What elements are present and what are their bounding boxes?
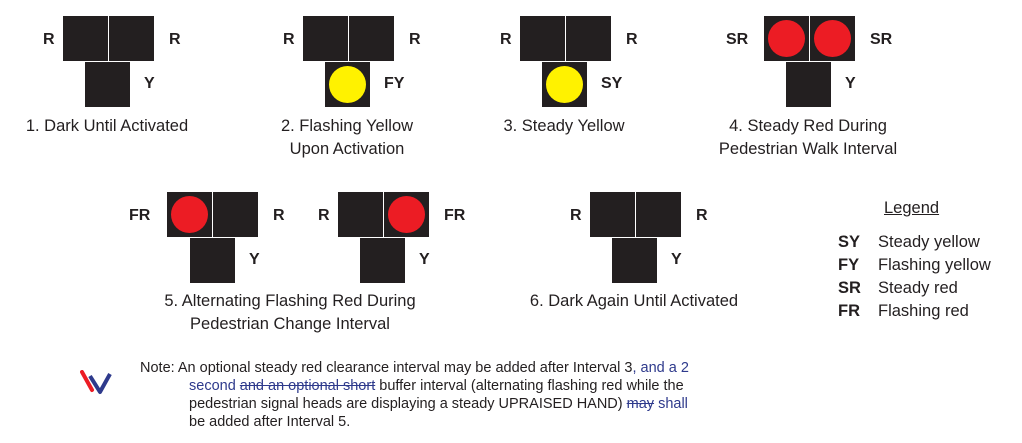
signal-5-upper-left-section: [167, 192, 212, 237]
yellow-lamp-icon: [329, 66, 366, 103]
signal-4-upper-right-label: SR: [870, 31, 893, 48]
legend-item-sr: SR Steady red: [838, 279, 958, 298]
signal-5-lower-label: Y: [249, 251, 260, 268]
signal-2-lower-section: [325, 62, 370, 107]
signal-1-upper-right-section: [109, 16, 154, 61]
signal-2-upper-right-label: R: [409, 31, 421, 48]
note-deleted-text: and an optional short: [239, 378, 376, 394]
signal-6-lower-section: [360, 238, 405, 283]
signal-3-lower-section: [542, 62, 587, 107]
red-lamp-icon: [768, 20, 805, 57]
legend-text: Flashing yellow: [878, 256, 991, 274]
legend-code: SR: [838, 279, 861, 297]
signal-1-caption: 1. Dark Until Activated: [0, 115, 257, 138]
signal-2-lower-label: FY: [384, 75, 405, 92]
note-line-1: Note: An optional steady red clearance i…: [140, 359, 689, 377]
caption-5-line-2: Pedestrian Change Interval: [190, 315, 390, 333]
legend-title: Legend: [884, 199, 940, 217]
caption-line: 2. Flashing Yellow: [280, 117, 414, 135]
note-added-text: second: [189, 378, 240, 394]
note-deleted-text: may: [626, 396, 655, 412]
signal-2-upper-left-section: [303, 16, 348, 61]
signal-1-lower-label: Y: [144, 75, 155, 92]
revision-logo-icon: [80, 370, 112, 394]
note-line-3: pedestrian signal heads are displaying a…: [189, 395, 688, 413]
caption-line: 6. Dark Again Until Activated: [529, 292, 739, 310]
signal-1-upper-left-label: R: [43, 31, 55, 48]
signal-5-upper-right-section: [213, 192, 258, 237]
note-text: pedestrian signal heads are displaying a…: [189, 396, 627, 412]
note-line-4: be added after Interval 5.: [189, 413, 350, 431]
note-added-text: , and a 2: [632, 360, 689, 376]
signal-7-upper-right-section: [636, 192, 681, 237]
legend-item-fy: FY Flashing yellow: [838, 256, 991, 275]
legend-text: Flashing red: [878, 302, 969, 320]
signal-7-lower-label: Y: [671, 251, 682, 268]
note-line-2: second and an optional short buffer inte…: [189, 377, 684, 395]
caption-line: 4. Steady Red During: [729, 117, 887, 135]
signal-5-lower-section: [190, 238, 235, 283]
signal-1-lower-section: [85, 62, 130, 107]
signal-4-upper-left-label: SR: [726, 31, 749, 48]
caption-5: 5. Alternating Flashing Red During Pedes…: [135, 290, 445, 336]
caption-5-line-1: 5. Alternating Flashing Red During: [164, 292, 416, 310]
signal-4-upper-left-section: [764, 16, 809, 61]
note-text: Note: An optional steady red clearance i…: [140, 360, 633, 376]
signal-7-upper-left-section: [590, 192, 635, 237]
signal-3-caption: 3. Steady Yellow: [414, 115, 714, 138]
red-lamp-icon: [388, 196, 425, 233]
signal-5-upper-left-label: FR: [129, 207, 151, 224]
legend-item-fr: FR Flashing red: [838, 302, 969, 321]
legend-text: Steady yellow: [878, 233, 980, 251]
caption-line: 3. Steady Yellow: [503, 117, 625, 135]
signal-4-upper-right-section: [810, 16, 855, 61]
signal-6-upper-right-section: [384, 192, 429, 237]
signal-7-upper-right-label: R: [696, 207, 708, 224]
caption-line: Pedestrian Walk Interval: [718, 140, 898, 158]
signal-2-upper-left-label: R: [283, 31, 295, 48]
signal-6-upper-left-label: R: [318, 207, 330, 224]
signal-6-upper-left-section: [338, 192, 383, 237]
caption-line: 1. Dark Until Activated: [25, 117, 189, 135]
legend-item-sy: SY Steady yellow: [838, 233, 980, 252]
signal-1-upper-right-label: R: [169, 31, 181, 48]
signal-3-lower-label: SY: [601, 75, 623, 92]
signal-7-caption: 6. Dark Again Until Activated: [484, 290, 784, 313]
signal-2-upper-right-section: [349, 16, 394, 61]
signal-6-upper-right-label: FR: [444, 207, 466, 224]
legend-text: Steady red: [878, 279, 958, 297]
signal-6-lower-label: Y: [419, 251, 430, 268]
signal-1-upper-left-section: [63, 16, 108, 61]
signal-7-lower-section: [612, 238, 657, 283]
legend-code: FY: [838, 256, 860, 274]
note-text: be added after Interval 5.: [189, 414, 351, 430]
signal-5-upper-right-label: R: [273, 207, 285, 224]
signal-3-upper-left-label: R: [500, 31, 512, 48]
signal-7-upper-left-label: R: [570, 207, 582, 224]
legend-code: FR: [838, 302, 860, 320]
caption-line: Upon Activation: [289, 140, 405, 158]
signal-4-lower-label: Y: [845, 75, 856, 92]
yellow-lamp-icon: [546, 66, 583, 103]
signal-4-lower-section: [786, 62, 831, 107]
red-lamp-icon: [171, 196, 208, 233]
red-lamp-icon: [814, 20, 851, 57]
legend-code: SY: [838, 233, 861, 251]
signal-3-upper-right-section: [566, 16, 611, 61]
signal-3-upper-right-label: R: [626, 31, 638, 48]
note-added-text: shall: [654, 396, 688, 412]
signal-3-upper-left-section: [520, 16, 565, 61]
note-text: buffer interval (alternating flashing re…: [375, 378, 684, 394]
